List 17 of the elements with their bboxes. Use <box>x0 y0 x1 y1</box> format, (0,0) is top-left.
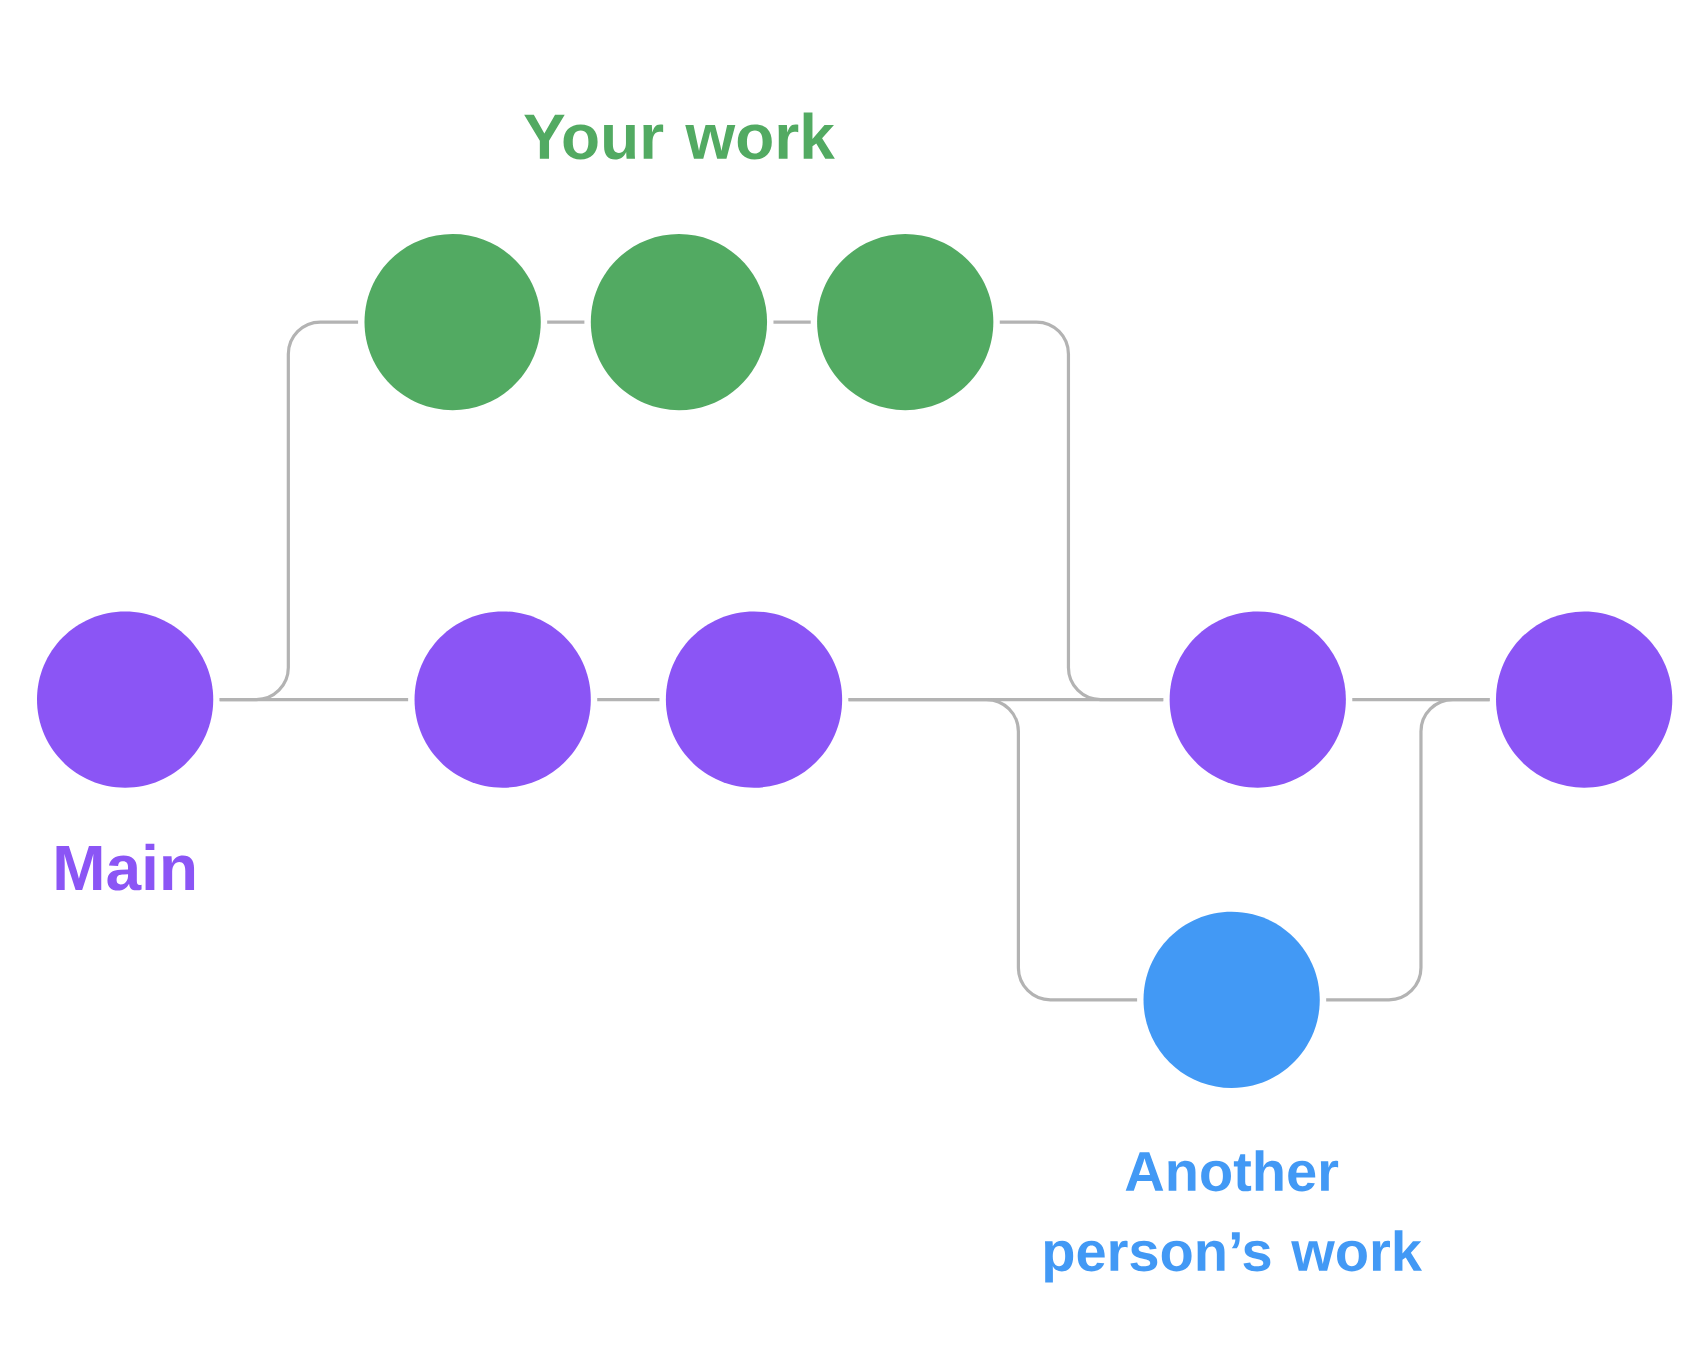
branch-line <box>773 320 811 324</box>
commit-circle <box>37 611 214 788</box>
commit-circle <box>414 611 591 788</box>
commit-circle <box>364 233 541 411</box>
branch-line <box>1352 698 1490 702</box>
branch-line <box>547 320 585 324</box>
commit-circle <box>1169 611 1346 788</box>
branch-line <box>219 698 409 702</box>
commit-circle <box>1143 911 1320 1088</box>
branch-label: Your work <box>524 112 835 160</box>
branch-line <box>848 698 1138 1002</box>
branch-label: Another person’s work <box>1045 1150 1422 1283</box>
commit-circle <box>1496 611 1673 788</box>
commit-circle <box>665 611 843 788</box>
commit-circle <box>817 233 994 411</box>
branch-line <box>597 698 660 702</box>
commit-circle <box>590 233 768 411</box>
